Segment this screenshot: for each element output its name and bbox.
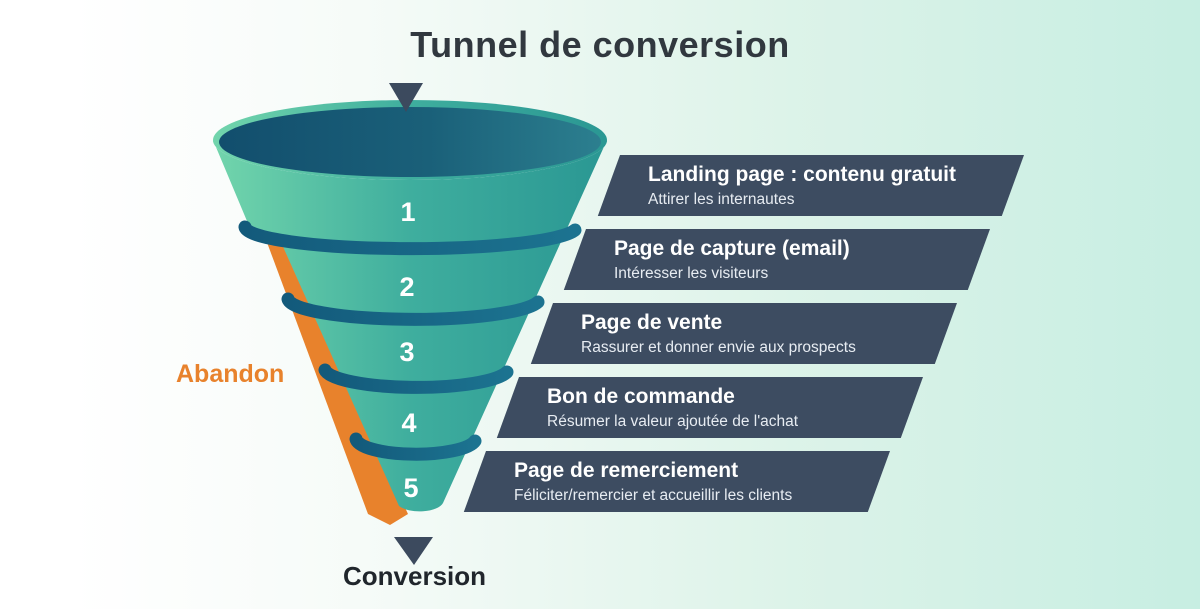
segment-divider-4 (349, 432, 482, 461)
stage-banner-content: Bon de commande Résumer la valeur ajouté… (519, 377, 923, 432)
stage-title: Page de remerciement (514, 459, 739, 482)
bottom-arrow-icon (394, 537, 433, 565)
stage-title: Page de capture (email) (614, 237, 850, 260)
stage-subtitle: Féliciter/remercier et accueillir les cl… (514, 487, 793, 504)
funnel-opening (219, 107, 601, 177)
segment-number-5: 5 (403, 473, 418, 503)
top-arrow-icon (389, 83, 423, 112)
stage-subtitle: Résumer la valeur ajoutée de l'achat (547, 413, 799, 430)
stage-title: Bon de commande (547, 385, 735, 408)
segment-number-4: 4 (401, 408, 416, 438)
segment-number-2: 2 (399, 272, 414, 302)
stage-banner-content: Page de capture (email) Intéresser les v… (586, 229, 990, 284)
stage-banner-3: Page de vente Rassurer et donner envie a… (530, 303, 957, 364)
stage-banner-5: Page de remerciement Féliciter/remercier… (463, 451, 890, 512)
stage-banner-content: Landing page : contenu gratuit Attirer l… (620, 155, 1024, 210)
stage-banner-1: Landing page : contenu gratuit Attirer l… (597, 155, 1024, 216)
segment-divider-1 (238, 220, 582, 256)
stage-title: Page de vente (581, 311, 723, 334)
stage-banner-content: Page de vente Rassurer et donner envie a… (553, 303, 957, 358)
segment-number-1: 1 (400, 197, 415, 227)
stage-title: Landing page : contenu gratuit (648, 163, 956, 186)
segment-divider-2 (281, 292, 545, 326)
page-title: Tunnel de conversion (410, 24, 790, 65)
stage-subtitle: Attirer les internautes (648, 191, 795, 208)
segment-number-3: 3 (399, 337, 414, 367)
conversion-label: Conversion (342, 561, 487, 591)
stage-subtitle: Intéresser les visiteurs (614, 265, 769, 282)
stage-banner-4: Bon de commande Résumer la valeur ajouté… (496, 377, 923, 438)
stage-banner-content: Page de remerciement Féliciter/remercier… (486, 451, 890, 506)
abandon-label: Abandon (176, 360, 285, 388)
stage-banner-2: Page de capture (email) Intéresser les v… (563, 229, 990, 290)
stage-subtitle: Rassurer et donner envie aux prospects (581, 339, 856, 356)
segment-divider-3 (318, 363, 514, 394)
